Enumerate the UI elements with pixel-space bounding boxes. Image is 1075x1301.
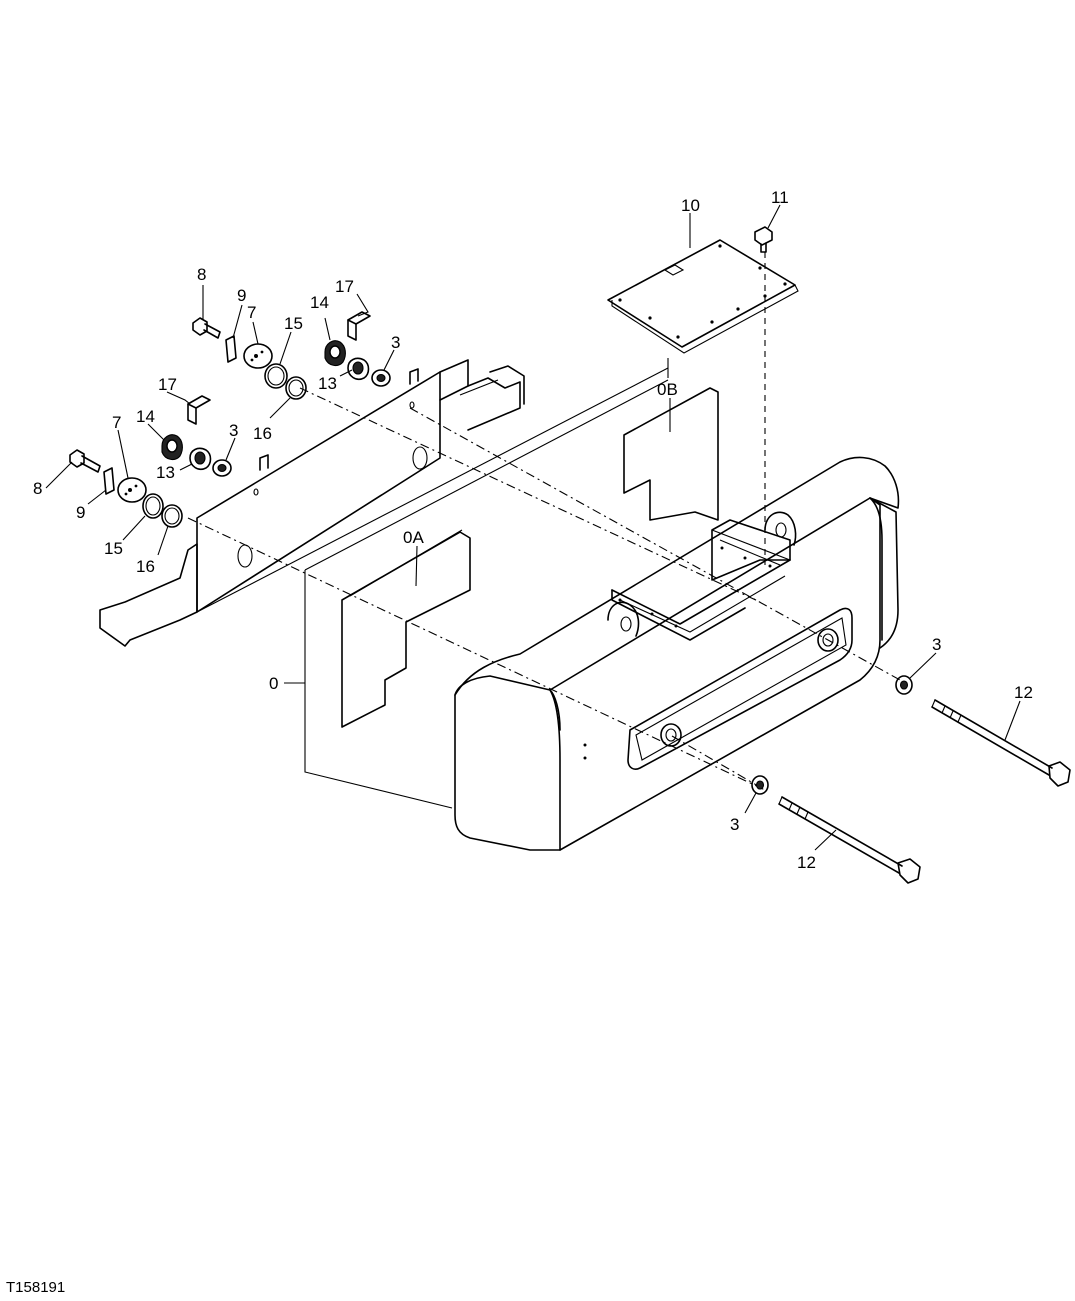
callout-0A: 0A: [403, 528, 424, 547]
centerline-front: [671, 735, 766, 791]
machine-frame: [99, 359, 525, 647]
centerline-lower: [187, 517, 766, 791]
callout-0B: 0B: [657, 380, 678, 399]
frame-rail-line: [196, 367, 669, 613]
washer-3-right: [895, 675, 913, 695]
washer-3-bottom: [751, 775, 769, 795]
callout-8-lower: 8: [33, 479, 42, 498]
callout-13-lower: 13: [156, 463, 175, 482]
plate-0B: [623, 387, 719, 521]
callout-7-upper: 7: [247, 303, 256, 322]
callout-12-upper: 12: [1014, 683, 1033, 702]
callout-0: 0: [269, 674, 278, 693]
callout-12-lower: 12: [797, 853, 816, 872]
callout-3-bottom: 3: [730, 815, 739, 834]
callout-7-lower: 7: [112, 413, 121, 432]
leader-lines: [45, 204, 1021, 851]
callout-9-upper: 9: [237, 286, 246, 305]
callout-14-upper: 14: [310, 293, 329, 312]
callout-labels: 8 9 7 15 16 14 17 13 3 17 7 14 3 13 8 9 …: [33, 188, 1033, 872]
counterweight: [454, 456, 900, 851]
callout-8-upper: 8: [197, 265, 206, 284]
callout-15-lower: 15: [104, 539, 123, 558]
plate-0A: [341, 529, 471, 728]
centerline-upper-2: [409, 407, 901, 681]
bolt-12-upper: [931, 699, 1071, 787]
callout-3-upper: 3: [391, 333, 400, 352]
lower-mount-hardware: [69, 395, 232, 528]
callout-16-upper: 16: [253, 424, 272, 443]
bolt-11: [754, 226, 773, 253]
callout-3-lower: 3: [229, 421, 238, 440]
figure-id: T158191: [6, 1279, 65, 1296]
callout-17-lower: 17: [158, 375, 177, 394]
cover-plate-10: [607, 239, 799, 354]
callout-9-lower: 9: [76, 503, 85, 522]
callout-14-lower: 14: [136, 407, 155, 426]
callout-10: 10: [681, 196, 700, 215]
bolt-12-lower: [778, 796, 921, 884]
callout-13-upper: 13: [318, 374, 337, 393]
callout-15-upper: 15: [284, 314, 303, 333]
callout-11: 11: [771, 188, 789, 207]
callout-17-upper: 17: [335, 277, 354, 296]
callout-16-lower: 16: [136, 557, 155, 576]
centerline-upper: [299, 387, 761, 603]
callout-3-right: 3: [932, 635, 941, 654]
assembly-0-bracket: [304, 570, 453, 809]
